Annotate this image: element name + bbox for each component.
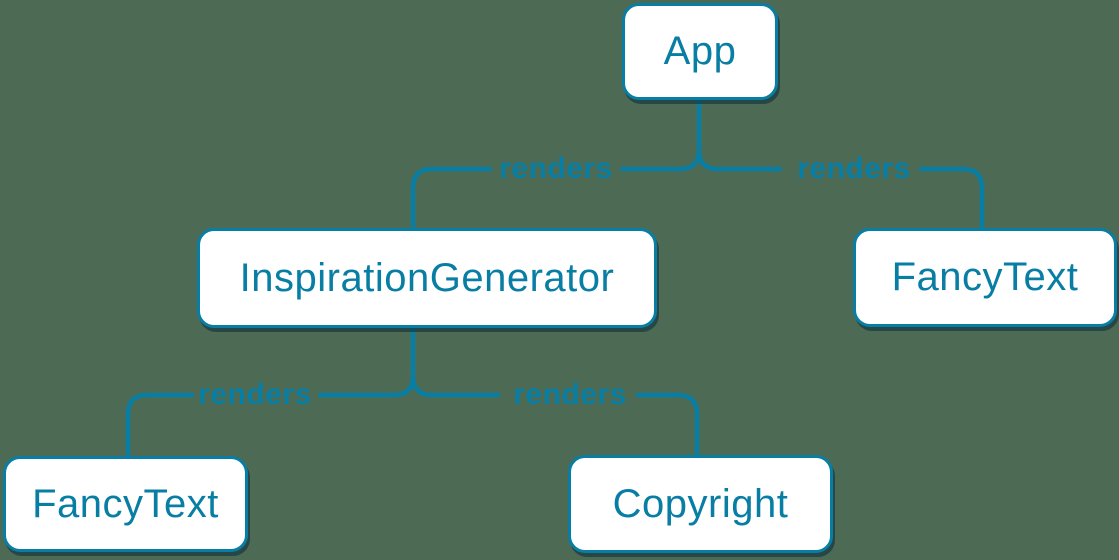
edge-ig-to-copyright-right-segment	[635, 392, 700, 456]
edge-label-renders-ig-copyright: renders	[513, 378, 627, 411]
node-copyright: Copyright	[568, 455, 833, 553]
edge-ig-to-fancytext-left-segment	[125, 392, 195, 457]
node-app: App	[622, 3, 778, 100]
edge-app-to-inspirationgenerator-right-segment	[619, 97, 702, 172]
node-app-label: App	[663, 29, 737, 73]
edge-app-to-fancytext-right-segment	[918, 166, 985, 229]
node-fancy-text-right: FancyText	[853, 228, 1117, 327]
edge-label-renders-app-inspirationgenerator: renders	[499, 152, 613, 185]
node-inspiration-generator: InspirationGenerator	[197, 228, 657, 328]
edge-ig-to-copyright-left-segment	[410, 373, 501, 398]
edge-label-renders-app-fancytext: renders	[797, 152, 911, 185]
edge-ig-to-fancytext-right-segment	[317, 373, 416, 398]
edge-app-to-fancytext-left-segment	[696, 147, 783, 172]
edge-label-renders-ig-fancytext: renders	[198, 378, 312, 411]
node-inspiration-generator-label: InspirationGenerator	[239, 255, 615, 300]
node-fancy-text-right-label: FancyText	[891, 255, 1079, 299]
node-fancy-text-left: FancyText	[3, 456, 248, 552]
edge-app-to-inspirationgenerator-left-segment	[410, 166, 493, 229]
node-copyright-label: Copyright	[612, 481, 789, 526]
node-fancy-text-left-label: FancyText	[32, 481, 219, 526]
